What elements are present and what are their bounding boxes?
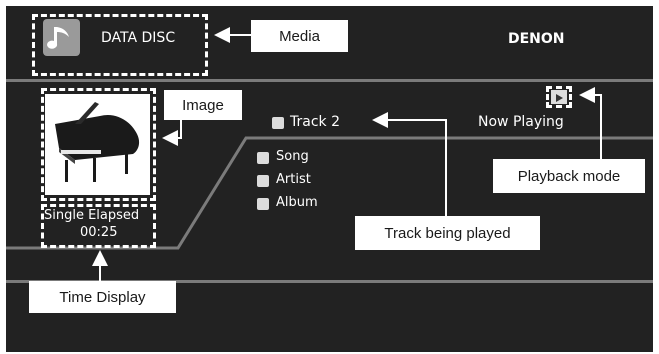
media-highlight-box xyxy=(32,14,208,76)
time-value: 00:25 xyxy=(80,225,118,240)
album-icon xyxy=(257,198,269,210)
album-art xyxy=(45,94,150,195)
track-label: Track 2 xyxy=(290,114,340,130)
meta-artist-label: Artist xyxy=(276,172,311,187)
meta-song-label: Song xyxy=(276,149,309,164)
panel-divider-lines xyxy=(6,136,653,250)
media-label: DATA DISC xyxy=(101,30,176,46)
playback-mode-callout: Playback mode xyxy=(493,159,645,193)
top-divider xyxy=(6,79,653,82)
media-callout: Media xyxy=(251,20,348,52)
now-playing-label: Now Playing xyxy=(478,114,564,130)
image-callout: Image xyxy=(164,90,242,120)
time-display-callout: Time Display xyxy=(29,281,176,313)
playback-mode-highlight-box xyxy=(546,86,572,108)
bottom-divider xyxy=(6,280,653,283)
callout-arrows xyxy=(92,27,602,281)
track-icon xyxy=(272,117,284,129)
meta-album-label: Album xyxy=(276,195,318,210)
music-note-icon xyxy=(257,152,269,164)
time-mode: Single Elapsed xyxy=(44,208,140,223)
artist-icon xyxy=(257,175,269,187)
grand-piano-image xyxy=(55,102,140,182)
image-highlight-box xyxy=(41,88,156,201)
screen-frame: DATA DISC DENON Single Elapsed 00:25 Tra… xyxy=(6,6,653,352)
play-icon xyxy=(551,90,567,104)
track-being-played-callout: Track being played xyxy=(355,216,540,250)
media-icon xyxy=(43,19,80,56)
brand-name: DENON xyxy=(508,31,565,47)
time-highlight-box xyxy=(41,204,156,248)
